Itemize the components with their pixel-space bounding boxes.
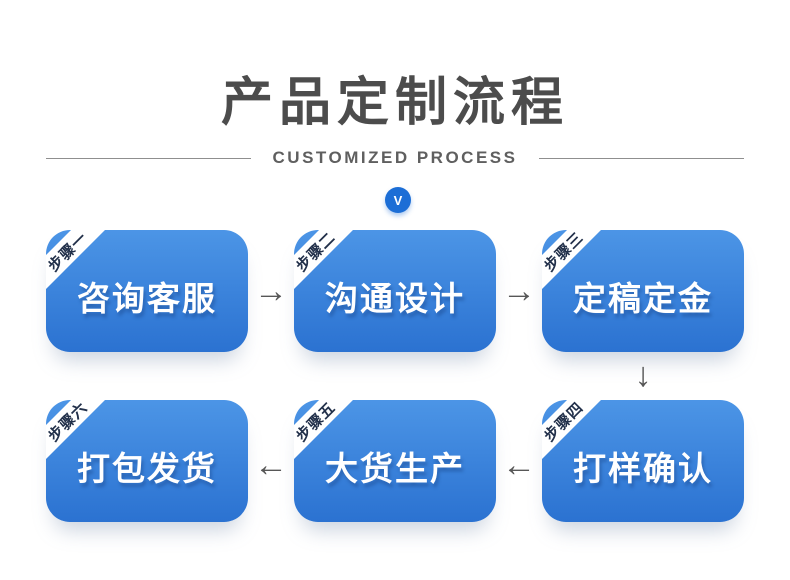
arrow-left-icon: ← [254, 446, 288, 484]
arrow-down-icon: ↓ [634, 356, 652, 394]
step-card-2: 步骤二 沟通设计 [294, 230, 496, 352]
subtitle-row: CUSTOMIZED PROCESS [0, 148, 790, 168]
step-label: 打包发货 [77, 450, 217, 487]
step-card-6: 步骤六 打包发货 [46, 400, 248, 522]
arrow-right-icon: → [502, 272, 536, 310]
step-label: 定稿定金 [573, 280, 713, 317]
step-card-3: 步骤三 定稿定金 [542, 230, 744, 352]
page-title: 产品定制流程 [220, 74, 569, 132]
step-label: 大货生产 [325, 450, 465, 487]
step-label: 打样确认 [573, 450, 713, 487]
page-subtitle: CUSTOMIZED PROCESS [272, 148, 518, 167]
arrow-right-icon: → [254, 272, 288, 310]
step-label: 咨询客服 [77, 280, 217, 317]
arrow-left-icon: ← [502, 446, 536, 484]
subtitle-divider-right [539, 157, 745, 159]
step-card-5: 步骤五 大货生产 [294, 400, 496, 522]
step-label: 沟通设计 [325, 280, 465, 317]
v-badge-icon: V [385, 187, 411, 213]
step-card-4: 步骤四 打样确认 [542, 400, 744, 522]
subtitle-divider-left [45, 157, 251, 159]
step-card-1: 步骤一 咨询客服 [46, 230, 248, 352]
